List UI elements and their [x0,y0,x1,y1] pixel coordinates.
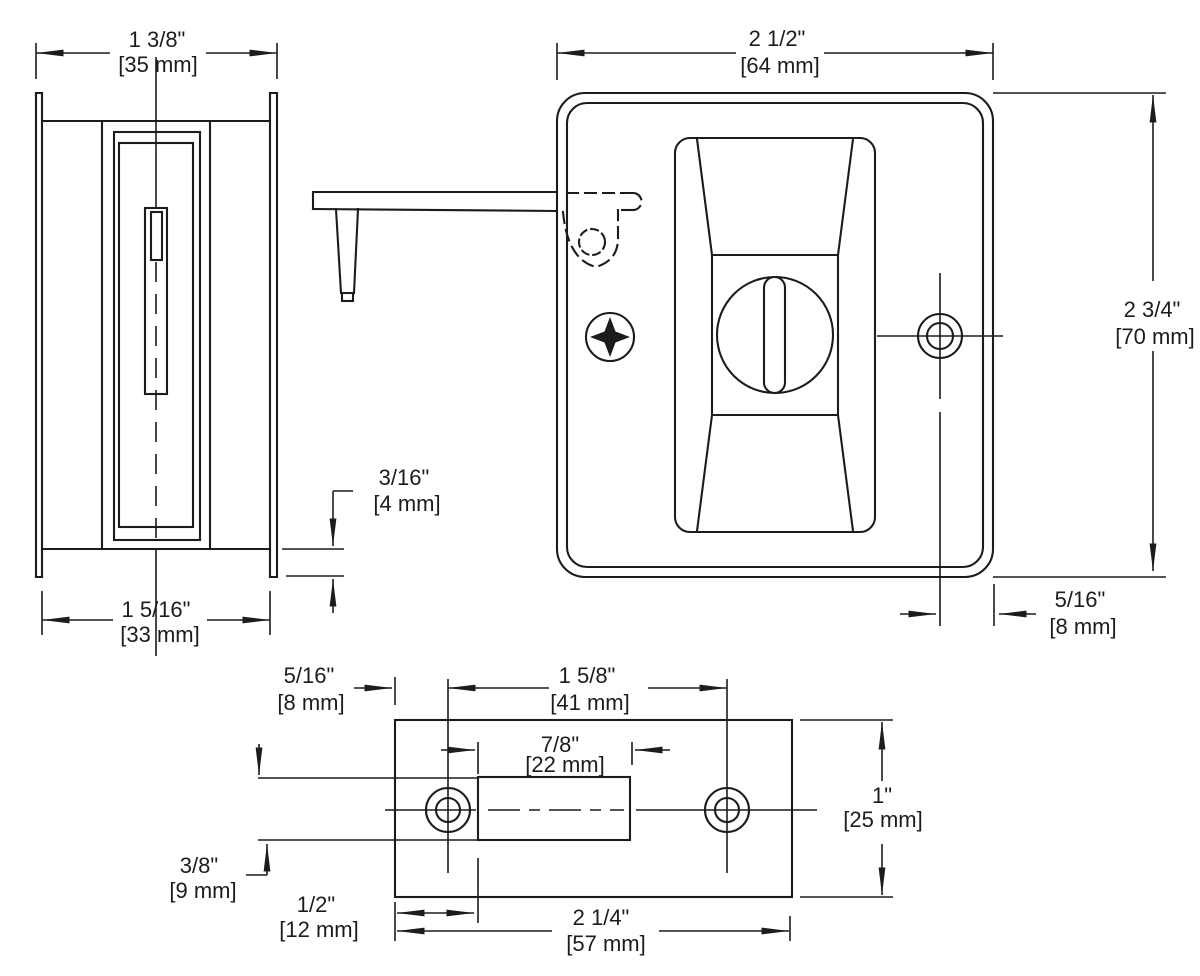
strike-plate [393,718,794,899]
dim-strike-edge-offset-mm: [8 mm] [277,690,344,715]
dim-strike-length: 2 1/4" [57 mm] [397,905,791,956]
pull-recess [673,136,877,534]
dim-opening-inset: 1/2" [12 mm] [279,858,479,942]
latch-hook-hidden [561,191,643,269]
dim-latch-drop: 3/16" [4 mm] [282,465,441,613]
dim-opening-height-inches: 3/8" [180,853,218,878]
dim-face-width: 2 1/2" [64 mm] [556,26,994,80]
dim-opening-width-mm: [22 mm] [525,752,604,777]
dim-face-hole-edge-mm: [8 mm] [1049,614,1116,639]
thumb-turn [715,275,835,395]
dim-strike-height: 1" [25 mm] [800,719,923,898]
dim-latch-drop-mm: [4 mm] [373,491,440,516]
face-view: 2 1/2" [64 mm] 2 3/4" [70 mm] 5/16" [8 m… [555,26,1195,639]
dim-edge-overall: 1 3/8" [35 mm] [35,27,278,79]
latch-opening [476,775,632,842]
face-plate-inner [565,101,985,569]
dim-face-height: 2 3/4" [70 mm] [993,92,1195,578]
dim-opening-inset-inches: 1/2" [297,892,335,917]
dim-strike-hole-spacing-inches: 1 5/8" [559,663,616,688]
dim-strike-height-inches: 1" [872,783,892,808]
dim-strike-hole-spacing: 1 5/8" [41 mm] [448,663,727,715]
phillips-cross-icon [590,317,630,357]
latch-arm [311,190,559,303]
dim-face-hole-edge: 5/16" [8 mm] [900,584,1117,639]
edge-view-body [34,57,279,656]
dim-edge-overall-inches: 1 3/8" [129,27,186,52]
dim-strike-length-mm: [57 mm] [566,931,645,956]
dim-edge-overall-mm: [35 mm] [118,52,197,77]
dim-face-width-inches: 2 1/2" [749,26,806,51]
edge-view: 1 3/8" [35 mm] 1 5/16" [33 mm] [34,27,279,656]
dim-strike-hole-spacing-mm: [41 mm] [550,690,629,715]
thumb-turn-tab [762,275,787,395]
latch-pin-tip [340,291,355,303]
dim-edge-inner-mm: [33 mm] [120,622,199,647]
dim-strike-edge-offset-inches: 5/16" [284,663,335,688]
dim-face-width-mm: [64 mm] [740,53,819,78]
hook-pivot [577,227,607,257]
dim-face-height-mm: [70 mm] [1115,324,1194,349]
dim-strike-edge-offset: 5/16" [8 mm] [277,663,396,715]
dim-strike-length-inches: 2 1/4" [573,905,630,930]
strike-centerlines [385,679,817,873]
dim-edge-inner: 1 5/16" [33 mm] [41,591,271,647]
face-plate-outer [555,91,995,579]
dim-opening-width-inches: 7/8" [541,732,579,757]
face-mounting-hole [877,273,1003,626]
dim-opening-height-mm: [9 mm] [169,878,236,903]
latch-window [149,210,164,262]
dim-strike-height-mm: [25 mm] [843,807,922,832]
latch-side-view: 3/16" [4 mm] [282,190,643,613]
dim-face-hole-edge-inches: 5/16" [1055,587,1106,612]
dim-edge-inner-inches: 1 5/16" [122,597,191,622]
dim-opening-width: 7/8" [22 mm] [441,732,670,777]
strike-plate-view: 5/16" [8 mm] 1 5/8" [41 mm] 7/8" [22 mm]… [169,663,922,956]
phillips-screw [584,311,636,363]
dim-opening-height: 3/8" [9 mm] [169,744,478,903]
dim-opening-inset-mm: [12 mm] [279,917,358,942]
dim-latch-drop-inches: 3/16" [379,465,430,490]
dim-face-height-inches: 2 3/4" [1124,297,1181,322]
